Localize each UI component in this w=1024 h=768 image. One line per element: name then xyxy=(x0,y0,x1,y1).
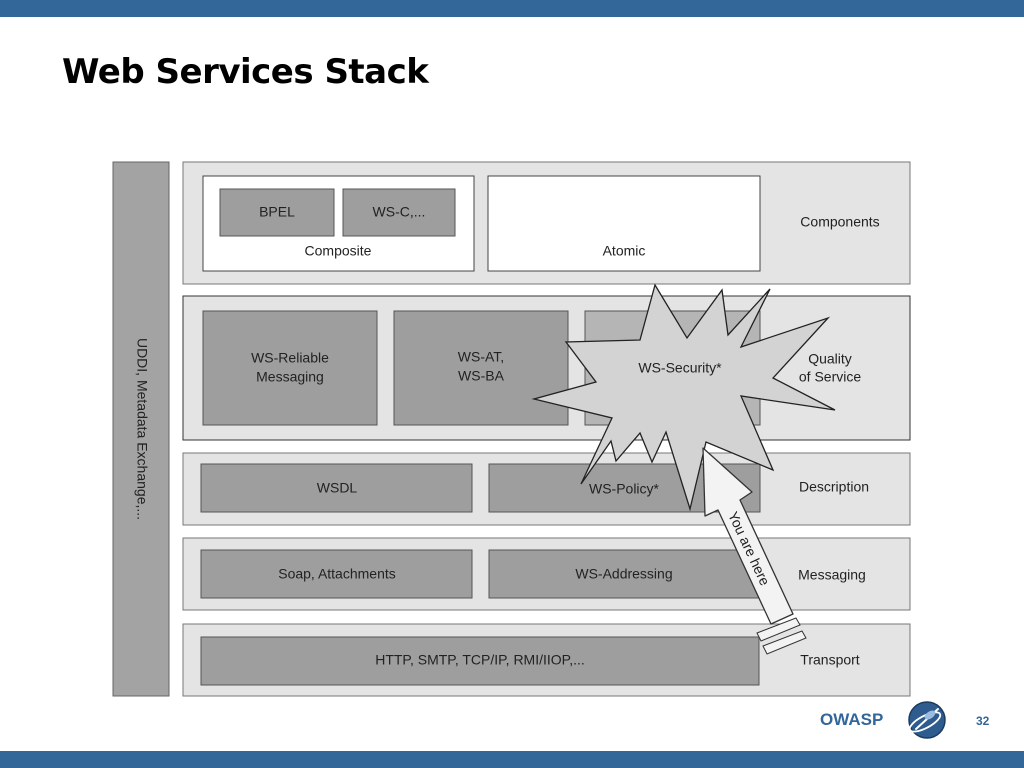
composite-label: Composite xyxy=(305,243,372,259)
ws-at-label-line1: WS-AT, xyxy=(458,349,504,365)
qos-layer-label-line2: of Service xyxy=(799,369,861,385)
ws-security-starburst: WS-Security* xyxy=(531,283,836,512)
wsc-box: WS-C,... xyxy=(342,188,456,237)
layer-components: BPEL WS-C,... Composite Atomic Component… xyxy=(182,161,911,285)
atomic-box: Atomic xyxy=(487,175,761,272)
wsdl-box: WSDL xyxy=(200,463,473,513)
wsc-label: WS-C,... xyxy=(373,204,426,220)
transport-protocols-label: HTTP, SMTP, TCP/IP, RMI/IIOP,... xyxy=(375,652,585,668)
wsdl-label: WSDL xyxy=(317,480,358,496)
ws-at-label-line2: WS-BA xyxy=(458,368,505,384)
soap-attachments-label: Soap, Attachments xyxy=(278,566,396,582)
slide-title: Web Services Stack xyxy=(62,52,429,92)
description-layer-label: Description xyxy=(799,479,869,495)
ws-at-ba-box: WS-AT, WS-BA xyxy=(393,310,569,426)
uddi-column-label: UDDI, Metadata Exchange,... xyxy=(134,338,150,520)
ws-addressing-box: WS-Addressing xyxy=(488,549,761,599)
soap-attachments-box: Soap, Attachments xyxy=(200,549,473,599)
bpel-box: BPEL xyxy=(219,188,335,237)
messaging-layer-label: Messaging xyxy=(798,567,866,583)
page-number: 32 xyxy=(976,714,990,728)
composite-box: BPEL WS-C,... Composite xyxy=(202,175,475,272)
ws-policy-label: WS-Policy* xyxy=(589,481,660,497)
owasp-wasp-logo-icon xyxy=(908,701,946,739)
top-bar xyxy=(0,0,1024,17)
ws-reliable-messaging-box: WS-Reliable Messaging xyxy=(202,310,378,426)
ws-reliable-label-line1: WS-Reliable xyxy=(251,350,329,366)
qos-layer-label-line1: Quality xyxy=(808,351,852,367)
transport-layer-label: Transport xyxy=(800,652,860,668)
components-layer-label: Components xyxy=(800,214,879,230)
arrow-tail-marks xyxy=(756,617,807,655)
atomic-label: Atomic xyxy=(603,243,646,259)
ws-addressing-label: WS-Addressing xyxy=(575,566,672,582)
ws-security-label: WS-Security* xyxy=(638,360,722,376)
footer-brand: OWASP xyxy=(820,710,884,729)
transport-protocols-box: HTTP, SMTP, TCP/IP, RMI/IIOP,... xyxy=(200,636,760,686)
layer-description: WSDL WS-Policy* Description xyxy=(182,452,911,526)
layer-messaging: Soap, Attachments WS-Addressing Messagin… xyxy=(182,537,911,611)
uddi-column: UDDI, Metadata Exchange,... xyxy=(112,161,170,697)
bottom-bar xyxy=(0,751,1024,768)
ws-reliable-label-line2: Messaging xyxy=(256,369,324,385)
bpel-label: BPEL xyxy=(259,204,295,220)
layer-quality-of-service: WS-Reliable Messaging WS-AT, WS-BA Quali… xyxy=(182,295,911,441)
